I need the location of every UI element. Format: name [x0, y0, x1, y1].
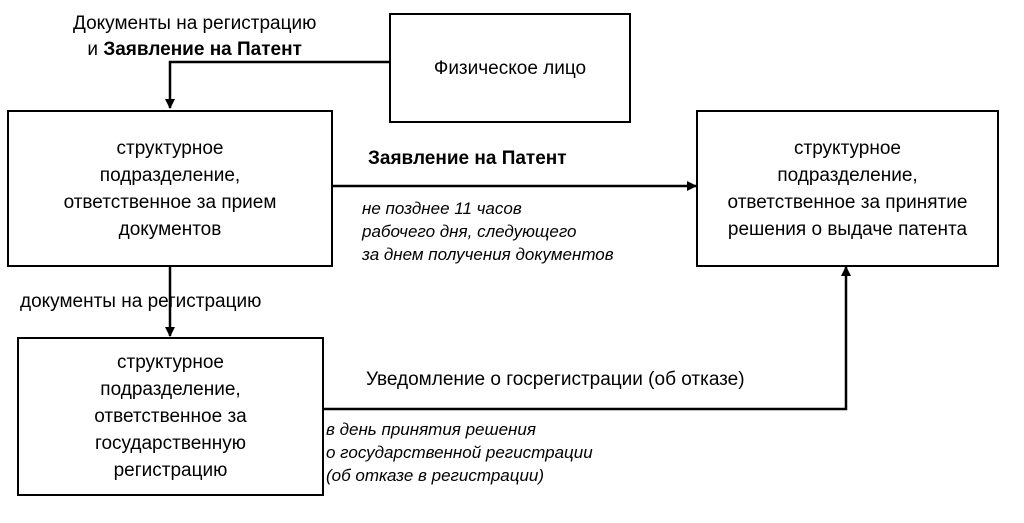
label-notification: Уведомление о госрегистрации (об отказе): [366, 369, 745, 390]
box-individual: Физическое лицо: [389, 13, 631, 123]
box-decision: структурное подразделение, ответственное…: [696, 110, 999, 267]
arrow-individual-to-reception: [165, 60, 389, 109]
arrow-registration-to-decision: [324, 266, 851, 411]
box-reception: структурное подразделение, ответственное…: [7, 110, 333, 267]
label-decision-day: в день принятия решения о государственно…: [326, 420, 593, 485]
label-top-line2-bold: Заявление на Патент: [103, 39, 302, 60]
box-decision-text: структурное подразделение, ответственное…: [727, 137, 968, 240]
label-top-documents: Документы на регистрацию и Заявление на …: [73, 11, 316, 63]
box-registration-text: структурное подразделение, ответственное…: [94, 352, 247, 481]
label-top-line1: Документы на регистрацию: [73, 13, 317, 34]
box-reception-text: структурное подразделение, ответственное…: [63, 137, 277, 240]
label-deadline: не позднее 11 часов рабочего дня, следую…: [362, 199, 614, 264]
box-individual-text: Физическое лицо: [433, 57, 587, 79]
box-registration: структурное подразделение, ответственное…: [17, 337, 324, 496]
label-docs-registration: документы на регистрацию: [20, 291, 262, 312]
label-top-line2: и Заявление на Патент: [73, 37, 316, 63]
label-top-line2-prefix: и: [87, 39, 104, 60]
label-patent-application: Заявление на Патент: [368, 148, 567, 169]
